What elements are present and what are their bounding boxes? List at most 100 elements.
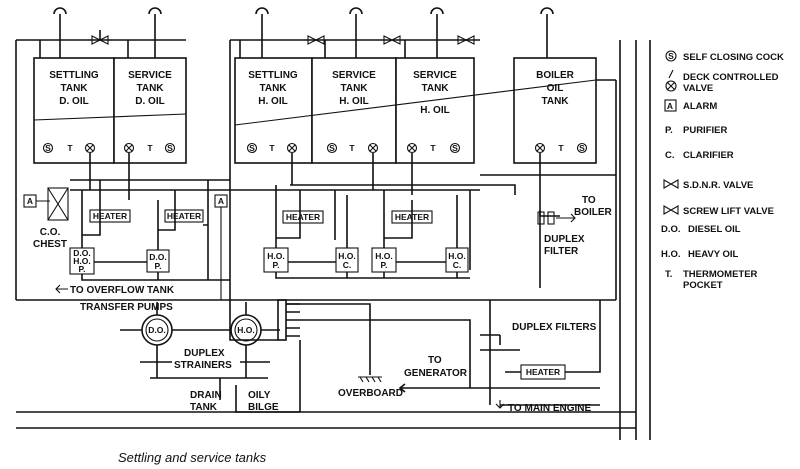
svg-text:D.O.: D.O. xyxy=(661,224,681,235)
alarm-box-1: A xyxy=(23,194,37,208)
svg-text:H.O.: H.O. xyxy=(661,249,681,260)
svg-text:S: S xyxy=(452,143,458,153)
level-line-do xyxy=(33,113,187,121)
svg-text:SETTLING: SETTLING xyxy=(248,70,298,81)
svg-text:D.O.: D.O. xyxy=(148,325,165,335)
svg-text:OILY: OILY xyxy=(248,390,271,401)
co-chest: C.O. CHEST xyxy=(33,187,69,250)
svg-text:SCREW LIFT VALVE: SCREW LIFT VALVE xyxy=(683,206,774,217)
svg-text:T: T xyxy=(67,143,73,153)
svg-text:BOILER: BOILER xyxy=(574,207,613,218)
svg-text:STRAINERS: STRAINERS xyxy=(174,360,232,371)
svg-text:T: T xyxy=(558,143,564,153)
svg-text:P.: P. xyxy=(155,261,162,271)
tank-settling-do: SETTLING TANK D. OIL xyxy=(33,57,115,164)
svg-text:TANK: TANK xyxy=(340,83,368,94)
svg-text:C.: C. xyxy=(665,150,675,161)
svg-text:H. OIL: H. OIL xyxy=(420,105,449,116)
svg-text:TO: TO xyxy=(582,195,596,206)
svg-text:P.: P. xyxy=(381,260,388,270)
tank-boiler-oil: BOILER OIL TANK xyxy=(513,57,597,164)
purifier-piping xyxy=(81,180,471,281)
svg-text:HEATER: HEATER xyxy=(526,367,560,377)
svg-text:HEATER: HEATER xyxy=(286,212,320,222)
svg-text:SERVICE: SERVICE xyxy=(332,70,376,81)
svg-text:S: S xyxy=(249,143,255,153)
svg-text:S: S xyxy=(329,143,335,153)
svg-text:BILGE: BILGE xyxy=(248,402,279,413)
svg-text:A: A xyxy=(667,101,673,111)
svg-text:D. OIL: D. OIL xyxy=(59,96,88,107)
svg-text:FILTER: FILTER xyxy=(544,246,579,257)
svg-text:S: S xyxy=(668,51,674,61)
heater-1: HEATER xyxy=(89,209,131,223)
svg-text:TRANSFER PUMPS: TRANSFER PUMPS xyxy=(80,302,173,313)
purifier-2: D.O. P. xyxy=(146,249,170,273)
svg-text:C.: C. xyxy=(343,260,352,270)
svg-text:SERVICE: SERVICE xyxy=(413,70,457,81)
svg-text:D.O.: D.O. xyxy=(73,248,90,258)
svg-text:H. OIL: H. OIL xyxy=(258,96,287,107)
svg-text:S: S xyxy=(167,143,173,153)
svg-text:H. OIL: H. OIL xyxy=(339,96,368,107)
svg-text:CLARIFIER: CLARIFIER xyxy=(683,150,734,161)
svg-text:SERVICE: SERVICE xyxy=(128,70,172,81)
purifier-5: H.O. P. xyxy=(371,247,397,273)
svg-text:DUPLEX: DUPLEX xyxy=(544,234,585,245)
svg-text:H.O.: H.O. xyxy=(73,256,90,266)
svg-text:TANK: TANK xyxy=(60,83,88,94)
level-line-ho xyxy=(234,79,597,126)
svg-text:S: S xyxy=(45,143,51,153)
tank-service-ho-2: SERVICE TANK H. OIL xyxy=(395,57,475,164)
alarm-box-2: A xyxy=(214,194,228,208)
svg-text:S.D.N.R. VALVE: S.D.N.R. VALVE xyxy=(683,180,753,191)
svg-text:T: T xyxy=(430,143,436,153)
svg-text:DIESEL OIL: DIESEL OIL xyxy=(688,224,741,235)
svg-text:D.O.: D.O. xyxy=(149,252,166,262)
svg-text:SELF CLOSING COCK: SELF CLOSING COCK xyxy=(683,52,784,63)
svg-text:TANK: TANK xyxy=(190,402,218,413)
svg-text:H.O.: H.O. xyxy=(237,325,254,335)
overboard: OVERBOARD xyxy=(286,303,403,399)
duplex-strainers: DUPLEX STRAINERS xyxy=(140,345,270,400)
svg-text:HEAVY OIL: HEAVY OIL xyxy=(688,249,739,260)
svg-text:CHEST: CHEST xyxy=(33,239,67,250)
boiler-feed: TO BOILER DUPLEX FILTER xyxy=(537,195,613,288)
heater-5: HEATER xyxy=(520,364,566,380)
svg-text:A: A xyxy=(27,196,33,206)
svg-text:C.O.: C.O. xyxy=(40,227,61,238)
svg-text:PURIFIER: PURIFIER xyxy=(683,125,727,136)
svg-text:T: T xyxy=(269,143,275,153)
svg-text:D. OIL: D. OIL xyxy=(135,96,164,107)
svg-text:TANK: TANK xyxy=(259,83,287,94)
svg-text:H.O.: H.O. xyxy=(338,251,355,261)
svg-text:OVERBOARD: OVERBOARD xyxy=(338,388,403,399)
svg-text:ALARM: ALARM xyxy=(683,101,717,112)
svg-text:C.: C. xyxy=(453,260,462,270)
svg-text:TANK: TANK xyxy=(541,96,569,107)
filling-lines xyxy=(15,30,480,300)
heater-2: HEATER xyxy=(164,209,204,223)
svg-text:DUPLEX FILTERS: DUPLEX FILTERS xyxy=(512,322,597,333)
svg-text:TANK: TANK xyxy=(136,83,164,94)
svg-text:TO MAIN ENGINE: TO MAIN ENGINE xyxy=(508,403,591,414)
return-lines xyxy=(16,411,636,429)
vent-pipes xyxy=(53,7,554,58)
heater-3: HEATER xyxy=(282,210,324,224)
svg-text:P.: P. xyxy=(273,260,280,270)
svg-text:DRAIN: DRAIN xyxy=(190,390,222,401)
overflow-label: TO OVERFLOW TANK xyxy=(70,285,175,296)
svg-text:T.: T. xyxy=(665,269,672,280)
purifier-3: H.O. P. xyxy=(263,247,289,273)
svg-text:OIL: OIL xyxy=(547,83,564,94)
svg-text:DUPLEX: DUPLEX xyxy=(184,348,225,359)
right-rails xyxy=(619,40,651,440)
svg-text:H.O.: H.O. xyxy=(375,251,392,261)
svg-text:H.O.: H.O. xyxy=(448,251,465,261)
tank-fittings: S T T S S T S T T S T S xyxy=(42,142,588,154)
svg-text:GENERATOR: GENERATOR xyxy=(404,368,468,379)
svg-text:HEATER: HEATER xyxy=(93,211,127,221)
